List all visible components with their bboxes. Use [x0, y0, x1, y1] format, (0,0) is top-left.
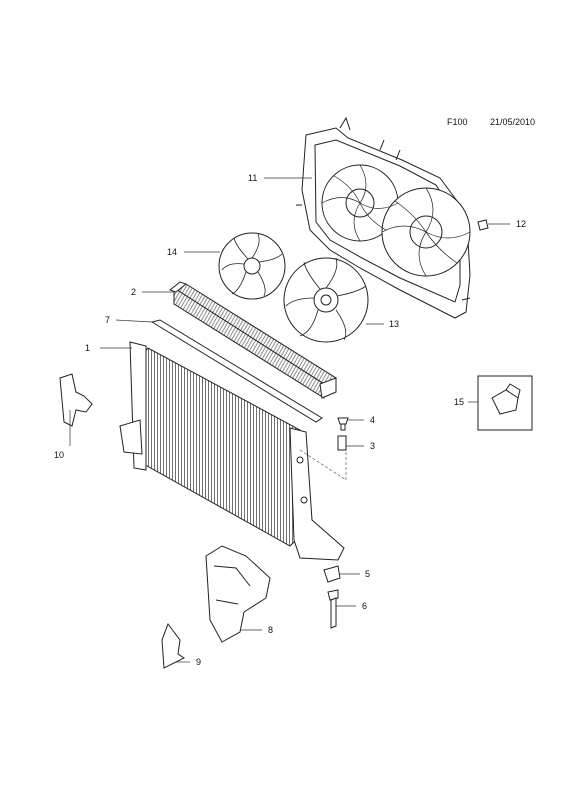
- callout-13: 13: [389, 319, 399, 329]
- callout-labels: 1 2 3 4 5 6 7 8 9 10 11 12 13 14 15: [54, 173, 526, 667]
- callout-15: 15: [454, 397, 464, 407]
- cooling-fan-large: [283, 257, 369, 343]
- radiator: [119, 341, 345, 561]
- callout-8: 8: [268, 625, 273, 635]
- bush-3: [337, 435, 347, 451]
- callout-11: 11: [248, 173, 257, 183]
- fan-shroud: [296, 116, 471, 319]
- callout-7: 7: [105, 315, 110, 325]
- callout-4: 4: [370, 415, 375, 425]
- nut-5: [323, 565, 341, 583]
- bolt-6: [327, 589, 339, 629]
- leader-lines: [69, 177, 510, 663]
- callout-5: 5: [365, 569, 370, 579]
- callout-2: 2: [131, 287, 136, 297]
- bracket-left: [59, 373, 93, 427]
- detail-box-15: [477, 375, 533, 431]
- callout-14: 14: [167, 247, 177, 257]
- callout-10: 10: [54, 450, 64, 460]
- clip-12: [477, 219, 489, 231]
- diagram-code: F100: [447, 117, 468, 127]
- air-deflector: [205, 545, 271, 643]
- radiator-seal-strip: [150, 319, 323, 423]
- callout-1: 1: [85, 343, 90, 353]
- callout-3: 3: [370, 441, 375, 451]
- cooling-fan-small: [218, 232, 286, 300]
- callout-9: 9: [196, 657, 201, 667]
- callout-6: 6: [362, 601, 367, 611]
- diagram-date: 21/05/2010: [490, 117, 536, 127]
- callout-12: 12: [516, 219, 526, 229]
- clip-4: [337, 417, 349, 431]
- ac-condenser: [168, 281, 338, 399]
- bracket-lower: [161, 622, 185, 669]
